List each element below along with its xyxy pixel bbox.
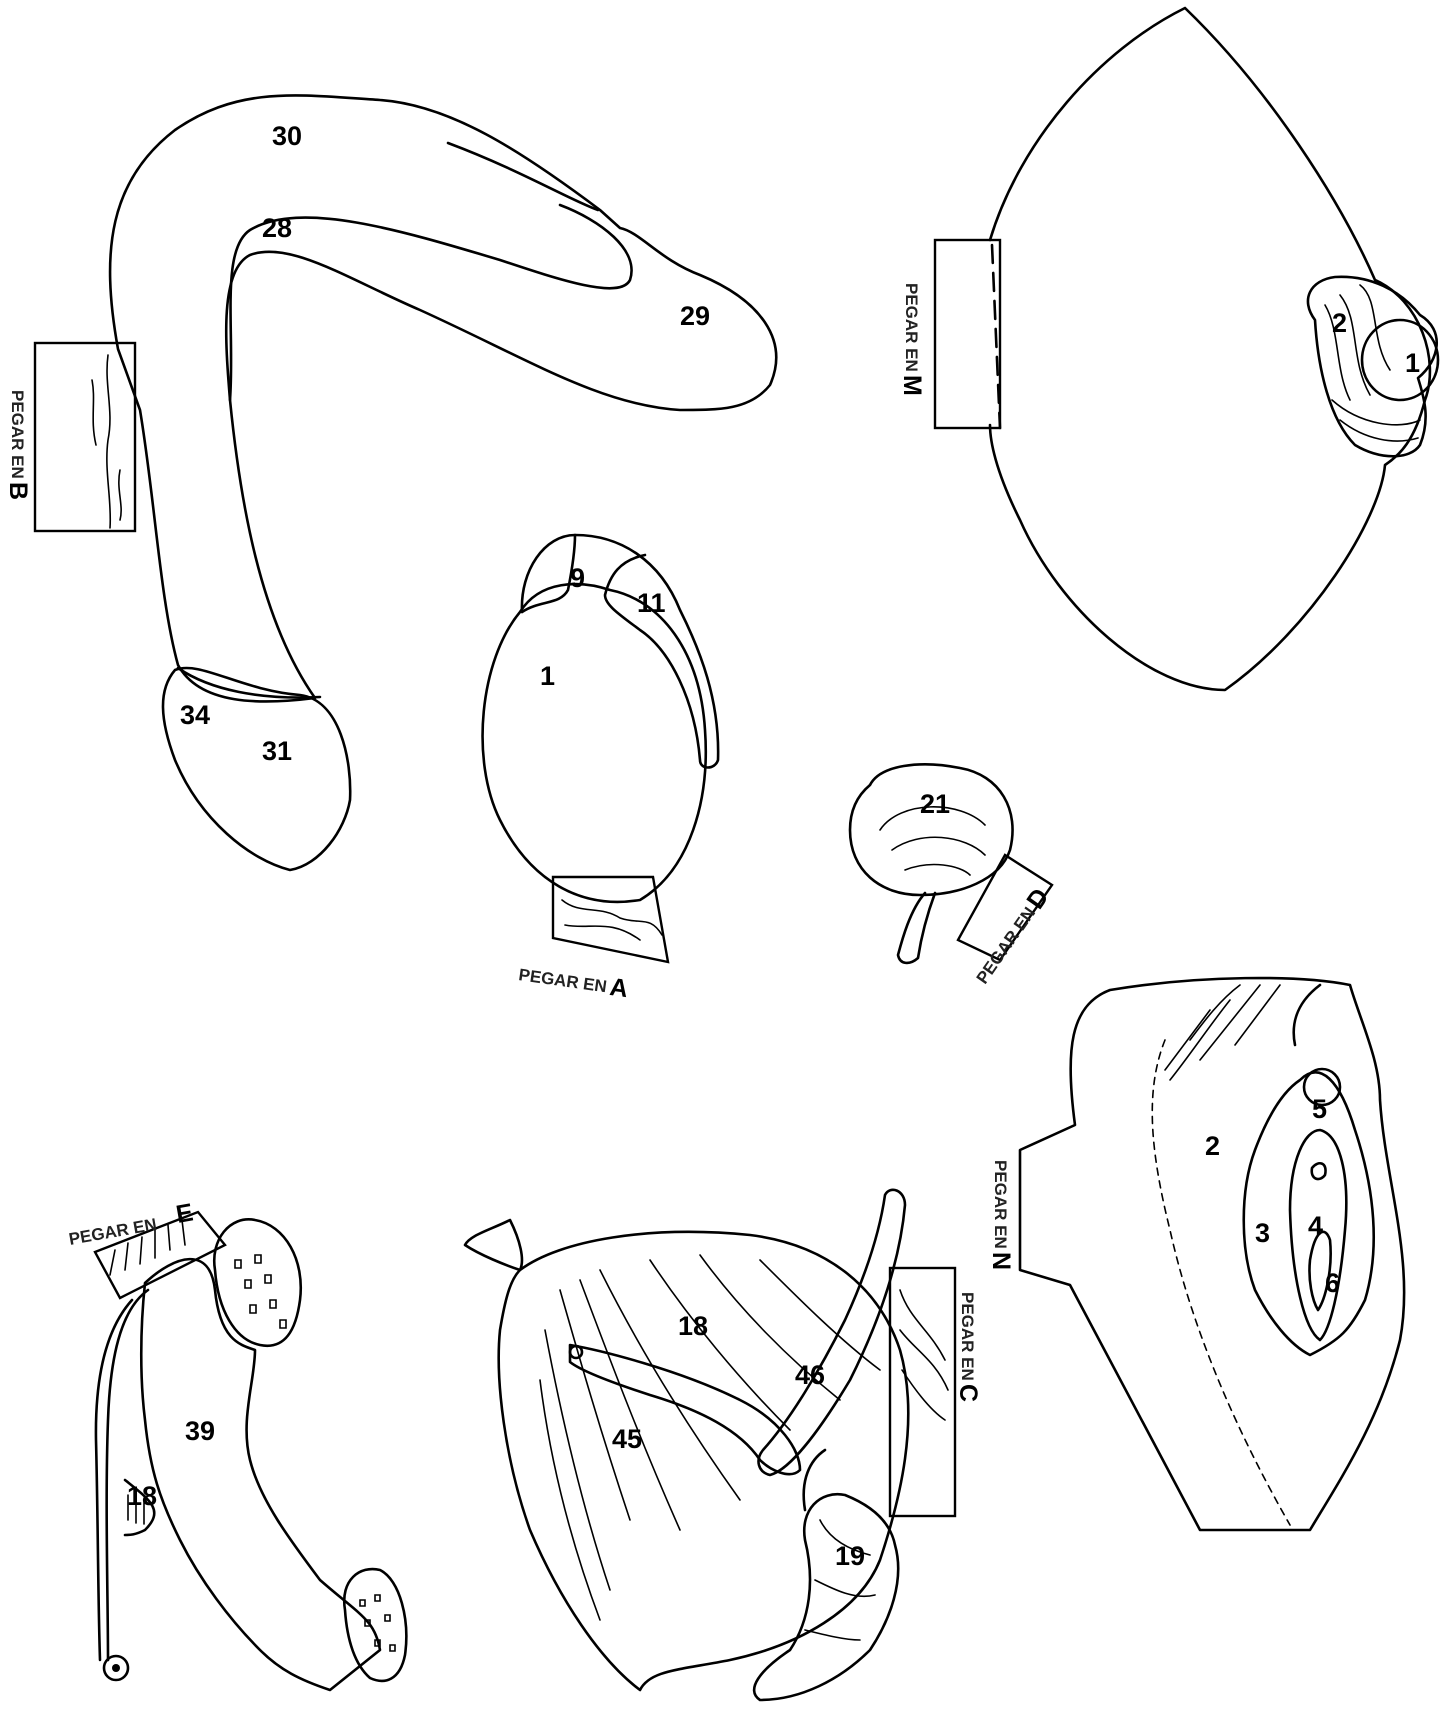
label-34: 34 — [180, 700, 210, 730]
tab-a-letter: A — [608, 973, 630, 1003]
tab-n-text: PEGAR EN — [991, 1160, 1010, 1249]
piece-21: 21 PEGAR EN D — [850, 764, 1055, 989]
tab-m-letter: M — [898, 375, 926, 396]
label-29: 29 — [680, 301, 710, 331]
label-19: 19 — [835, 1541, 865, 1571]
tab-n-letter: N — [987, 1252, 1015, 1270]
tab-b-text: PEGAR EN — [8, 390, 27, 479]
tab-b-letter: B — [4, 482, 32, 500]
tab-c-text: PEGAR EN — [958, 1292, 977, 1381]
label-31: 31 — [262, 736, 292, 766]
label-46: 46 — [795, 1360, 825, 1390]
label-5: 5 — [1312, 1094, 1327, 1124]
piece-39: 39 18 PEGAR EN E — [66, 1198, 407, 1690]
label-1-testis: 1 — [540, 661, 555, 691]
glue-tab-a[interactable] — [553, 877, 668, 962]
label-18-bladder: 18 — [678, 1311, 708, 1341]
label-2-breast: 2 — [1332, 308, 1347, 338]
label-30: 30 — [272, 121, 302, 151]
label-9: 9 — [570, 563, 585, 593]
glue-tab-n[interactable] — [1020, 978, 1404, 1530]
tab-c-letter: C — [954, 1384, 982, 1402]
label-21: 21 — [920, 789, 950, 819]
piece-bladder: 18 46 45 19 PEGAR EN C — [465, 1190, 982, 1700]
piece-breast: 2 1 PEGAR EN M — [898, 8, 1438, 690]
tab-e-letter: E — [174, 1198, 195, 1228]
label-39: 39 — [185, 1416, 215, 1446]
label-6: 6 — [1325, 1268, 1340, 1298]
glue-tab-c[interactable] — [890, 1268, 955, 1516]
piece-penis: 30 28 29 34 31 PEGAR EN B — [4, 95, 776, 870]
piece-testis: 9 11 1 PEGAR EN A — [483, 535, 719, 1003]
label-1-breast: 1 — [1405, 348, 1420, 378]
label-11: 11 — [637, 588, 666, 618]
label-4: 4 — [1308, 1211, 1323, 1241]
label-18-duct: 18 — [127, 1481, 157, 1511]
label-45: 45 — [612, 1424, 642, 1454]
nipple — [1362, 320, 1438, 400]
label-28: 28 — [262, 213, 292, 243]
label-2-vulva: 2 — [1205, 1131, 1220, 1161]
piece-vulva: 2 5 3 4 6 PEGAR EN N — [987, 978, 1404, 1530]
tab-m-text: PEGAR EN — [902, 283, 921, 372]
glue-tab-m[interactable] — [935, 240, 1000, 428]
label-3: 3 — [1255, 1218, 1270, 1248]
tab-a-text: PEGAR EN — [517, 965, 608, 996]
